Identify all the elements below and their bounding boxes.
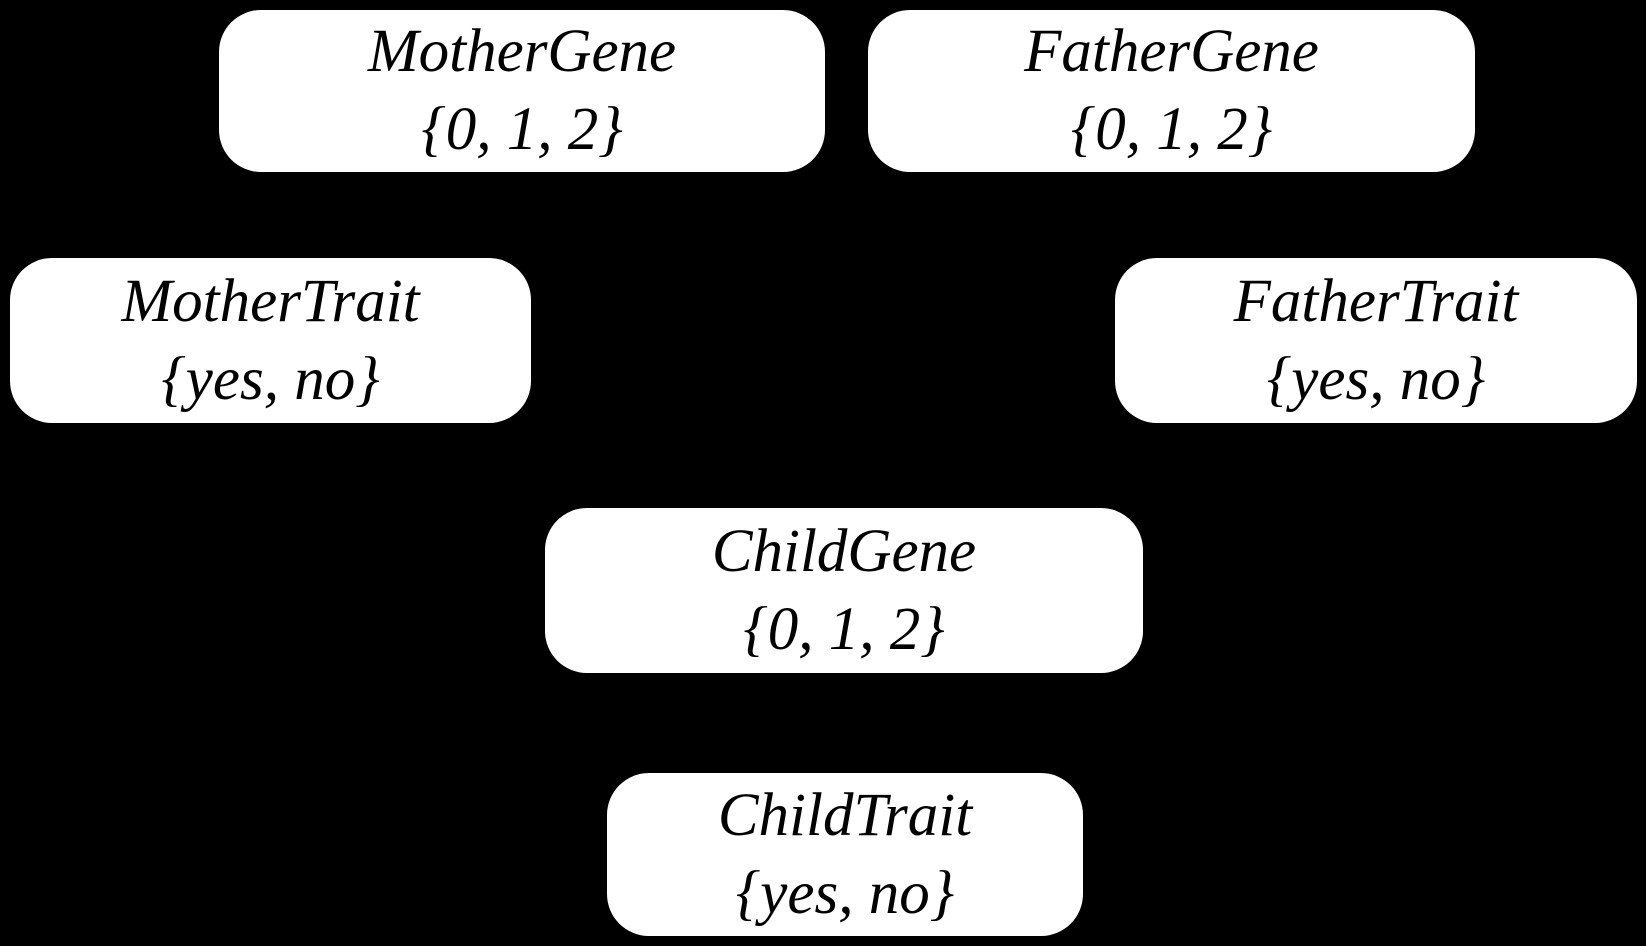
node-child-trait: ChildTrait {yes, no} <box>607 773 1083 936</box>
node-mother-trait: MotherTrait {yes, no} <box>10 258 531 423</box>
node-mother-trait-title: MotherTrait <box>121 267 420 335</box>
node-mother-gene: MotherGene {0, 1, 2} <box>219 10 825 172</box>
node-mother-gene-title: MotherGene <box>367 18 677 85</box>
node-father-gene-title: FatherGene <box>1024 18 1319 85</box>
node-father-gene: FatherGene {0, 1, 2} <box>868 10 1475 172</box>
node-child-gene-title: ChildGene <box>711 517 977 585</box>
node-mother-trait-domain: {yes, no} <box>161 345 380 413</box>
node-child-gene-domain: {0, 1, 2} <box>743 595 945 663</box>
node-child-gene: ChildGene {0, 1, 2} <box>545 508 1143 673</box>
node-father-gene-domain: {0, 1, 2} <box>1070 96 1273 163</box>
node-child-trait-title: ChildTrait <box>717 781 973 849</box>
node-mother-gene-domain: {0, 1, 2} <box>421 96 623 163</box>
node-child-trait-domain: {yes, no} <box>735 859 955 927</box>
node-father-trait-title: FatherTrait <box>1233 267 1519 335</box>
node-father-trait-domain: {yes, no} <box>1266 345 1486 413</box>
node-father-trait: FatherTrait {yes, no} <box>1115 258 1637 423</box>
